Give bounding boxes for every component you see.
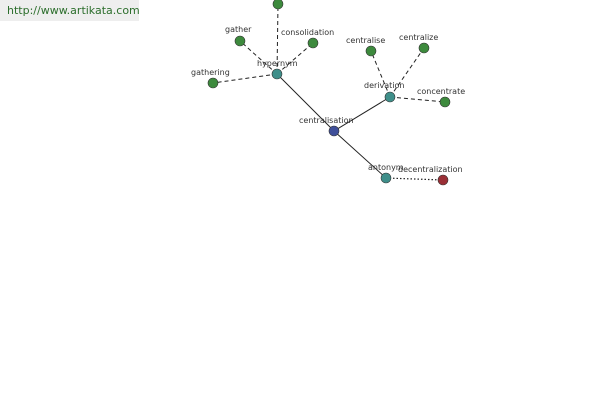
node-gather[interactable]: gather [225, 25, 252, 47]
node-concentrate-dot[interactable] [439, 96, 451, 108]
node-centralize-label: centralize [399, 33, 438, 42]
source-banner: http://www.artikata.com [0, 0, 140, 21]
node-derivation-label: derivation [364, 81, 404, 90]
edge-hypernym-consolidation [276, 42, 314, 75]
node-hypernym-label: hypernym [257, 59, 298, 68]
node-centralise-dot[interactable] [365, 45, 377, 57]
node-hypernym-dot[interactable] [271, 68, 283, 80]
edge-antonym-decentralization [385, 177, 444, 181]
node-centralize-dot[interactable] [418, 42, 430, 54]
node-antonym-dot[interactable] [380, 172, 392, 184]
node-antonym-label: antonym [368, 163, 404, 172]
edge-centralisation-derivation [333, 96, 391, 132]
node-gathering[interactable]: gathering [191, 68, 230, 89]
node-antonym[interactable]: antonym [368, 163, 404, 184]
edges [212, 3, 446, 181]
node-decentralization-dot[interactable] [437, 174, 449, 186]
edge-hypernym-top-word [276, 3, 279, 75]
node-concentrate-label: concentrate [417, 87, 465, 96]
node-hypernym[interactable]: hypernym [257, 59, 298, 80]
node-centralize[interactable]: centralize [399, 33, 438, 54]
node-consolidation-label: consolidation [281, 28, 334, 37]
edge-centralisation-hypernym [276, 73, 335, 132]
node-gather-dot[interactable] [234, 35, 246, 47]
node-concentrate[interactable]: concentrate [417, 87, 465, 108]
node-gathering-label: gathering [191, 68, 230, 77]
edge-centralisation-antonym [333, 130, 387, 179]
node-decentralization-label: decentralization [398, 165, 463, 174]
node-decentralization[interactable]: decentralization [398, 165, 463, 186]
source-link[interactable]: http://www.artikata.com [7, 4, 140, 17]
edge-hypernym-gather [239, 40, 278, 75]
edge-hypernym-gathering [212, 73, 278, 84]
node-derivation[interactable]: derivation [364, 81, 404, 103]
node-top-word-dot[interactable] [272, 0, 284, 10]
nodes: gather consolidation gathering hypernym … [191, 0, 465, 186]
node-consolidation-dot[interactable] [307, 37, 319, 49]
edge-derivation-centralize [389, 47, 425, 98]
node-centralisation-label: centralisation [299, 116, 354, 125]
node-consolidation[interactable]: consolidation [281, 28, 334, 49]
node-centralisation[interactable]: centralisation [299, 116, 354, 137]
node-centralise[interactable]: centralise [346, 36, 385, 57]
node-centralisation-dot[interactable] [328, 125, 340, 137]
edge-derivation-centralise [370, 50, 391, 98]
node-derivation-dot[interactable] [384, 91, 396, 103]
node-gathering-dot[interactable] [207, 77, 219, 89]
edge-derivation-concentrate [389, 96, 446, 103]
node-centralise-label: centralise [346, 36, 385, 45]
node-top-word[interactable] [272, 0, 284, 10]
node-gather-label: gather [225, 25, 252, 34]
